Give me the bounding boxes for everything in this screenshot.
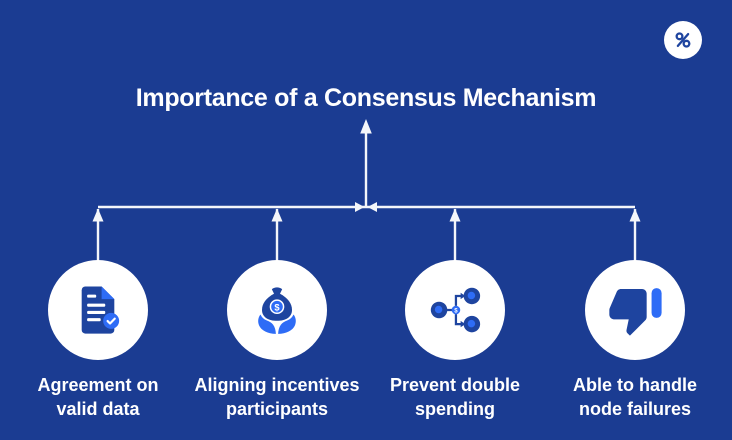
item-aligning-incentives: $ Aligning incentives participants	[182, 260, 372, 421]
brand-logo	[664, 21, 702, 59]
page-title: Importance of a Consensus Mechanism	[135, 84, 597, 112]
arrow-left-junction	[367, 202, 377, 212]
thumbs-down-icon	[609, 288, 662, 336]
item-circle: $	[405, 260, 505, 360]
dollar-symbol: $	[274, 302, 280, 312]
network-coins-icon: $	[430, 287, 481, 333]
item-prevent-double-spending: $ Prevent double spending	[360, 260, 550, 421]
percent-slash-brand-mark-icon	[675, 32, 691, 48]
document-check-icon	[81, 286, 120, 334]
item-label: Aligning incentives participants	[194, 375, 360, 419]
dollar-symbol: $	[454, 307, 458, 314]
item-label: Able to handle node failures	[572, 375, 697, 419]
item-agreement-valid-data: Agreement on valid data	[3, 260, 193, 421]
hands-money-bag-icon: $	[258, 287, 296, 334]
arrow-up-center	[360, 119, 372, 134]
item-circle	[48, 260, 148, 360]
arrow-right-junction	[355, 202, 365, 212]
item-node-failures: Able to handle node failures	[540, 260, 730, 421]
item-label: Prevent double spending	[389, 375, 521, 419]
item-label: Agreement on valid data	[37, 375, 159, 419]
item-circle	[585, 260, 685, 360]
item-circle: $	[227, 260, 327, 360]
